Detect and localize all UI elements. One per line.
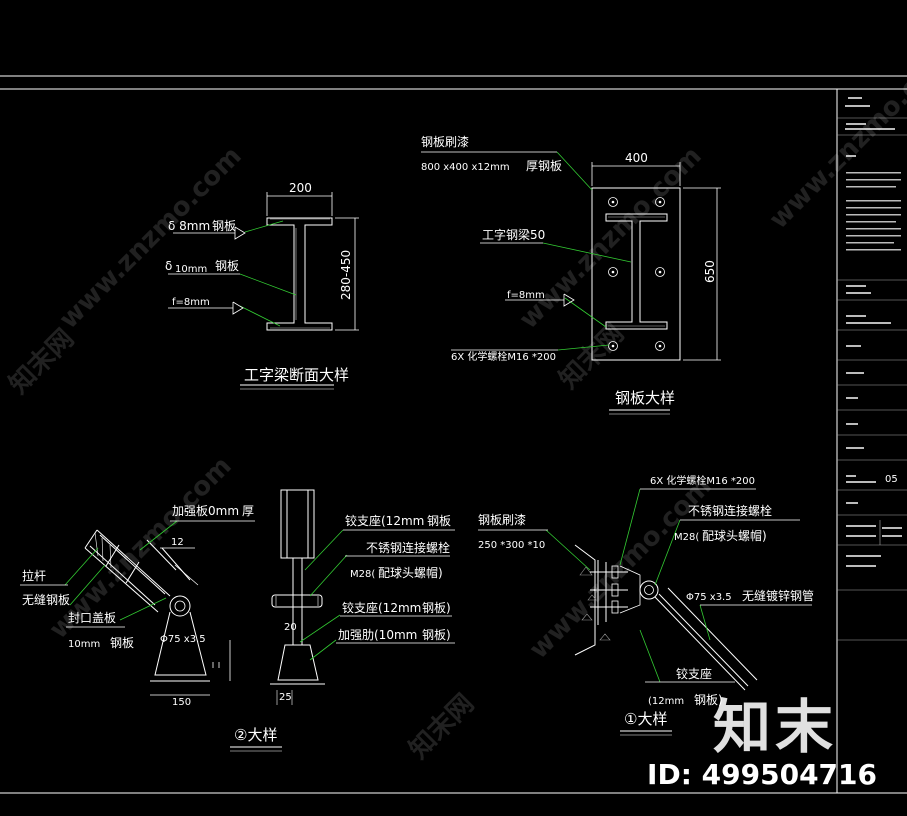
detail2-seat-b: 钢板	[427, 514, 451, 528]
detail1-bolt-top: 6X 化学螺栓M16 *200	[650, 474, 755, 487]
plate-paint-label: 钢板刷漆	[421, 135, 469, 149]
watermark-site-1: www.znzmo.com	[54, 141, 248, 335]
plate-bolt-label: 6X 化学螺栓M16 *200	[451, 350, 556, 363]
detail1-bolt-a: 不锈钢连接螺栓	[688, 503, 772, 518]
detail1-paint-label: 钢板刷漆	[478, 513, 526, 527]
detail2-dim-12: 12	[171, 537, 184, 548]
detail2-cap-thick: 10mm	[68, 639, 100, 650]
detail1-bolt-c: 配球头螺帽)	[702, 528, 767, 543]
detail1-seat-a: 铰支座	[676, 666, 712, 681]
detail2-dim-150: 150	[172, 697, 191, 708]
plate-detail: 400 650 钢板刷漆 800 x400 x12mm 厚钢板 工字钢梁50 f…	[421, 135, 721, 415]
sheet-number: 05	[885, 474, 898, 485]
plate-weld-label: f=8mm	[507, 290, 545, 301]
plate-beam-label: 工字钢梁50	[482, 227, 545, 242]
plate-bolt-holes	[608, 197, 665, 351]
watermark-cn-1: 知末网	[4, 324, 80, 400]
detail2-bolt-b: M28(	[350, 569, 375, 580]
detail2-rib-b: 钢板)	[422, 628, 451, 642]
drawing-frame	[0, 75, 907, 794]
ibeam-label2-a: δ	[165, 259, 172, 273]
image-id-label: ID: 499504716	[647, 758, 877, 791]
plate-height-dim: 650	[703, 260, 717, 283]
detail2-cap-label: 封口盖板	[68, 611, 116, 625]
detail1-pipe-dim: Φ75 x3.5	[686, 592, 732, 603]
detail2-pipe-dim: Φ75 x3.5	[160, 634, 206, 645]
detail2-dim-25: 25	[279, 692, 292, 703]
watermark-site-5: www.znzmo.com	[764, 41, 907, 235]
detail2-title: ②大样	[234, 726, 277, 744]
ibeam-label2-b: 10mm	[175, 264, 207, 275]
detail2-dim-20: 20	[284, 622, 297, 633]
ibeam-label1-a: δ 8mm	[168, 219, 210, 233]
detail2-seat2-a: 铰支座(12mm	[342, 600, 421, 615]
detail2-seat-a: 铰支座(12mm	[345, 513, 424, 528]
ibeam-title: 工字梁断面大样	[244, 366, 349, 384]
plate-title: 钢板大样	[615, 389, 675, 407]
detail2-rod-label: 拉杆	[22, 568, 46, 583]
detail-1: 6X 化学螺栓M16 *200 钢板刷漆 250 *300 *10 不锈钢连接螺…	[478, 474, 814, 736]
detail1-pipe-label: 无缝镀锌钢管	[742, 588, 814, 603]
ibeam-height-dim: 280-450	[339, 250, 353, 300]
title-block-filler-text	[845, 97, 902, 567]
title-block: 05	[837, 97, 907, 641]
detail2-cap-mat: 钢板	[110, 636, 134, 650]
watermark-layer: www.znzmo.com 知末网 www.znzmo.com 知末网 www.…	[4, 41, 907, 765]
detail1-seat-c: 钢板)	[694, 693, 723, 707]
ibeam-label3: f=8mm	[172, 297, 210, 308]
detail-2: 150 12 加强板0mm 厚 拉杆 无缝钢板 封口盖板 10mm 钢板 Φ75…	[20, 489, 455, 752]
detail2-bolt-c: 配球头螺帽)	[378, 565, 443, 580]
detail1-title: ①大样	[624, 710, 667, 728]
brand-logo: 知末	[712, 693, 837, 761]
plate-width-dim: 400	[625, 151, 648, 165]
detail2-seat2-b: 钢板)	[422, 601, 451, 615]
detail1-size-label: 250 *300 *10	[478, 540, 545, 551]
detail2-bolt-a: 不锈钢连接螺栓	[366, 540, 450, 555]
plate-thick-label: 厚钢板	[526, 159, 562, 173]
detail2-stiff-b: 厚	[242, 504, 254, 518]
watermark-cn-3: 知末网	[404, 689, 480, 765]
watermark-site-4: www.znzmo.com	[524, 471, 718, 665]
ibeam-section: 200 280-450 δ 8mm 钢板 δ 10mm 钢板 f=8mm 工字梁…	[165, 181, 359, 390]
ibeam-label2-c: 钢板	[215, 259, 239, 273]
ibeam-width-dim: 200	[289, 181, 312, 195]
detail2-rib-a: 加强肋(10mm	[338, 627, 417, 642]
ibeam-label1-b: 钢板	[212, 219, 236, 233]
detail2-stiff-a: 加强板0mm	[172, 504, 239, 518]
detail2-pipe-label: 无缝钢板	[22, 592, 70, 607]
plate-size-label: 800 x400 x12mm	[421, 162, 510, 173]
detail1-seat-b: (12mm	[648, 696, 684, 707]
detail1-bolt-b: M28(	[674, 532, 699, 543]
